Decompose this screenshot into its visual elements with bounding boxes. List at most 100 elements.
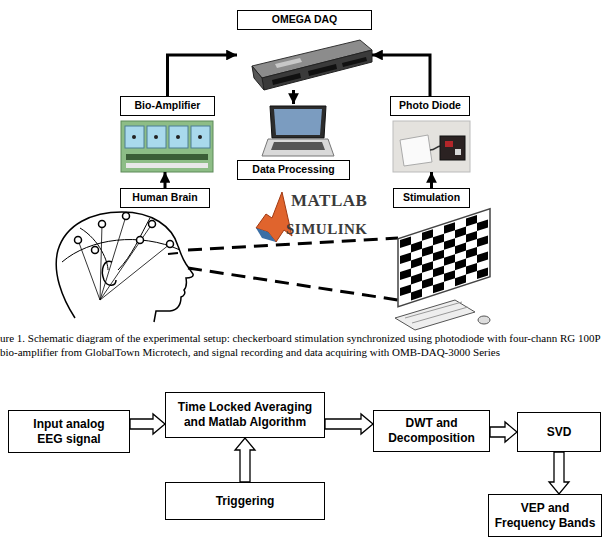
checker-square	[400, 284, 411, 296]
head-illustration	[56, 212, 193, 322]
daq-connector	[272, 73, 301, 85]
device-unit: OMEGA DAQ	[237, 10, 372, 90]
signal-arrow	[292, 90, 295, 104]
electrode-wire	[78, 216, 170, 300]
sensor-cable	[430, 146, 441, 150]
process-box: DWT and Decomposition	[373, 410, 490, 452]
checker-square	[466, 263, 477, 275]
electrode	[92, 247, 99, 254]
daq-connector	[342, 57, 367, 67]
checker-square	[411, 273, 422, 285]
block-arrow	[325, 414, 373, 434]
device-unit: Bio-Amplifier	[120, 96, 215, 172]
electrode	[123, 213, 130, 220]
node-label: OMEGA DAQ	[237, 10, 372, 30]
device-unit: Data Processing	[237, 104, 350, 180]
daq-front	[262, 50, 372, 90]
checker-square	[477, 251, 488, 263]
board-part	[455, 149, 461, 155]
block-arrow	[549, 452, 569, 494]
checker-square	[444, 238, 455, 250]
keyboard-and-mouse	[395, 300, 490, 330]
checkerboard-screen	[398, 209, 490, 307]
signal-arrow	[164, 172, 167, 188]
amp-module	[169, 126, 188, 148]
checker-square	[400, 252, 411, 264]
keyboard	[395, 300, 475, 330]
process-box: Triggering	[165, 482, 325, 520]
checker-square	[433, 282, 444, 294]
component-row	[126, 154, 208, 160]
daq-device	[252, 40, 372, 90]
electrode	[99, 221, 106, 228]
node-label: Data Processing	[237, 160, 350, 180]
sensor-box	[400, 135, 432, 166]
signal-arrow	[430, 172, 433, 188]
mouse	[478, 316, 490, 324]
laptop-display	[274, 109, 322, 135]
component	[154, 135, 158, 139]
node-label: Time Locked Averaging and Matlab Algorit…	[166, 400, 324, 430]
checker-square	[477, 235, 488, 247]
block-arrow	[490, 422, 517, 442]
component	[198, 135, 202, 139]
process-box: SVD	[517, 412, 601, 452]
amp-module	[191, 126, 210, 148]
gaze-line	[188, 268, 398, 300]
node-label: DWT and Decomposition	[374, 416, 489, 446]
checker-square	[455, 275, 466, 287]
component	[176, 135, 180, 139]
laptop-icon	[262, 106, 334, 156]
screen-frame	[398, 209, 490, 307]
component-row	[126, 163, 208, 168]
checker-square	[422, 229, 433, 241]
node-label: Human Brain	[120, 188, 210, 208]
circuit-board	[121, 121, 213, 172]
board-part	[445, 141, 453, 147]
gaze-line	[188, 238, 398, 300]
laptop-screen	[270, 106, 326, 138]
head-outline	[56, 212, 193, 322]
electrode	[137, 237, 144, 244]
electrode	[75, 237, 82, 244]
checker-square	[433, 250, 444, 262]
sensor-board	[440, 136, 465, 160]
node-label: Photo Diode	[390, 96, 470, 116]
figure-caption: ure 1. Schematic diagram of the experime…	[0, 331, 608, 359]
node-label: SVD	[518, 425, 600, 440]
logo-base	[256, 228, 276, 242]
photo-background	[393, 121, 470, 172]
node-label: VEP and Frequency Bands	[489, 501, 601, 531]
checker-square	[411, 257, 422, 269]
checker-square	[466, 231, 477, 243]
checker-square	[477, 267, 488, 279]
signal-arrow	[372, 55, 430, 96]
eye	[168, 253, 178, 254]
amp-module	[147, 126, 166, 148]
key-row	[405, 302, 462, 318]
cap-line	[80, 228, 108, 270]
gaze-line	[188, 238, 398, 250]
electrode	[167, 241, 174, 248]
checker-squares	[400, 211, 488, 304]
checker-square	[466, 247, 477, 259]
checker-square	[433, 234, 444, 246]
checker-square	[444, 222, 455, 234]
checker-square	[422, 261, 433, 273]
checker-square	[466, 215, 477, 227]
checker-square	[422, 245, 433, 257]
signal-arrow	[168, 55, 238, 96]
node-label: Stimulation	[393, 188, 470, 208]
checker-square	[444, 254, 455, 266]
electrode	[149, 221, 156, 228]
logo-wordmark: MATLAB	[291, 191, 367, 211]
checker-square	[444, 270, 455, 282]
checker-square	[477, 219, 488, 231]
checker-square	[433, 266, 444, 278]
block-arrow	[130, 414, 165, 434]
node-label: Input analog EEG signal	[9, 417, 129, 447]
daq-connector	[308, 64, 337, 76]
